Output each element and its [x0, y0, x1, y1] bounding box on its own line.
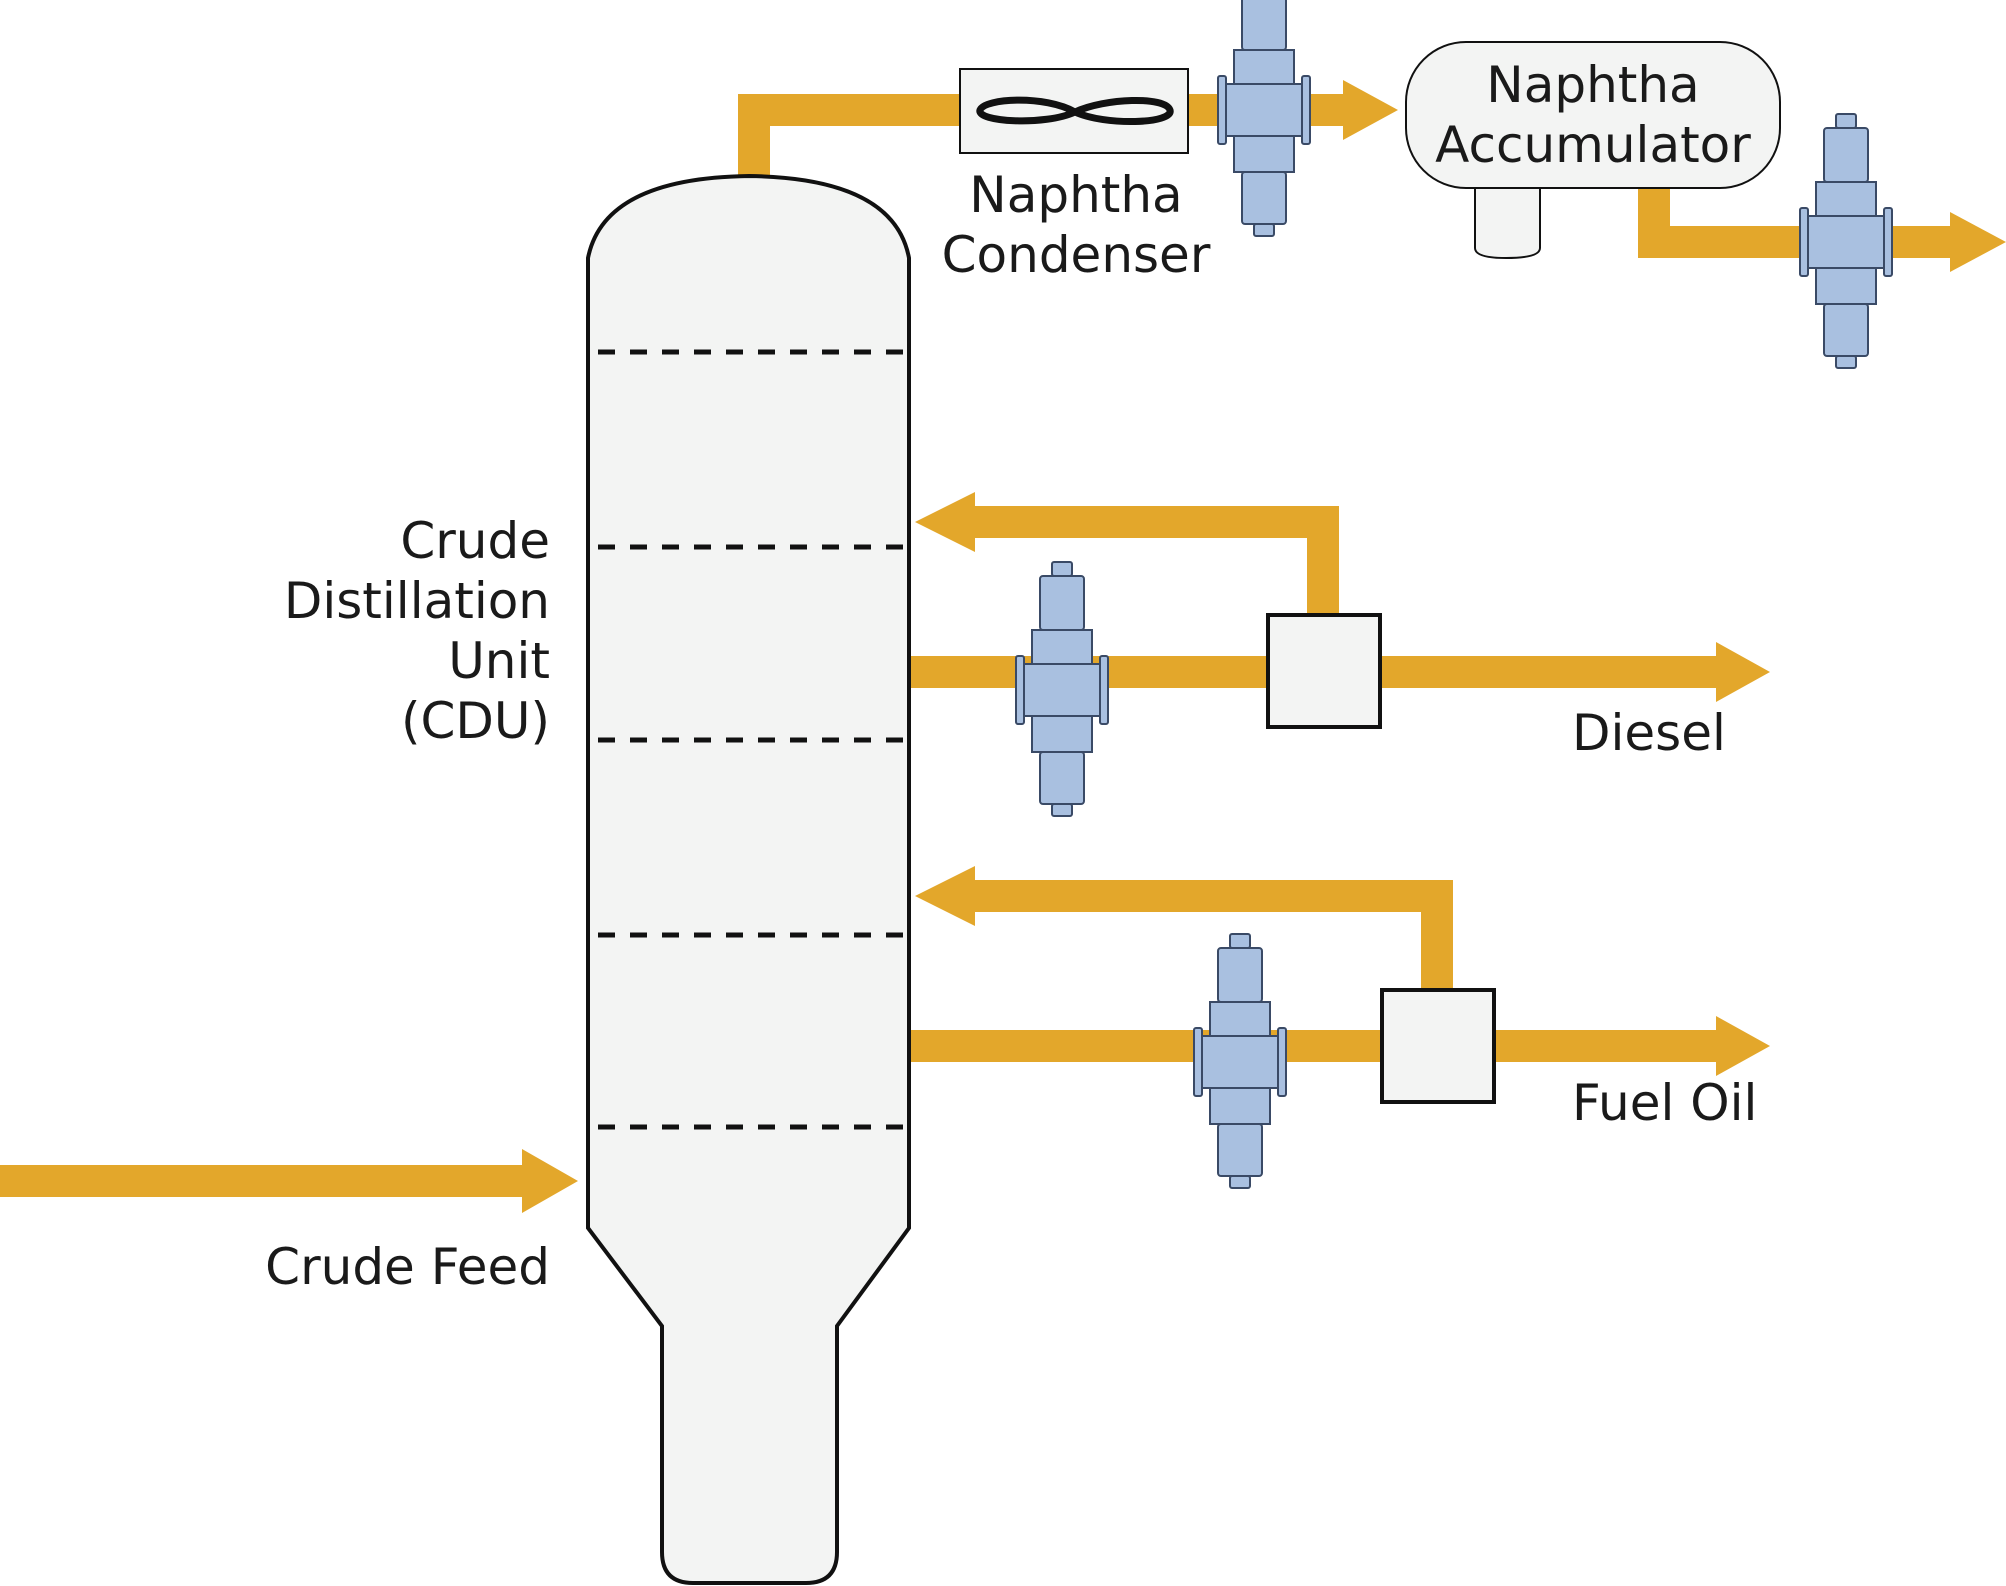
crude-distillation-column: [586, 173, 911, 1585]
condenser-label-line-1: Naphtha: [969, 166, 1182, 224]
naphtha-product-arrow-icon: [1950, 212, 2006, 272]
column-trays: [598, 349, 908, 1130]
fuel-oil-label: Fuel Oil: [1572, 1074, 1757, 1132]
condenser-label-line-2: Condenser: [942, 226, 1211, 284]
accumulator-label-line-2: Accumulator: [1435, 116, 1751, 174]
control-valve-icon: [1015, 561, 1109, 817]
fuel-oil-exchanger: [1380, 988, 1496, 1104]
crude-feed-label: Crude Feed: [265, 1238, 550, 1296]
accumulator-drum: [1405, 41, 1781, 189]
crude-feed-arrow-icon: [522, 1149, 578, 1213]
control-valve-icon: [1217, 0, 1311, 237]
column-shell: [586, 173, 911, 1585]
diesel-return-arrow-icon: [915, 492, 975, 552]
cdu-label-line-4: (CDU): [401, 692, 550, 750]
cdu-label-line-3: Unit: [448, 632, 550, 690]
diesel-return-pipe: [965, 506, 1339, 538]
cdu-label-line-1: Crude: [400, 512, 550, 570]
diesel-exchanger: [1266, 613, 1382, 729]
overhead-arrow-icon: [1343, 80, 1398, 140]
heat-exchanger-coil-icon: [976, 96, 1174, 126]
accumulator-boot: [1474, 184, 1541, 260]
accumulator-label-line-1: Naphtha: [1486, 56, 1699, 114]
fuel-oil-arrow-icon: [1716, 1016, 1770, 1076]
cdu-label-line-2: Distillation: [284, 572, 550, 630]
naphtha-accumulator: [1405, 41, 1781, 260]
diesel-arrow-icon: [1716, 642, 1770, 702]
control-valve-icon: [1799, 113, 1893, 369]
control-valve-icon: [1193, 933, 1287, 1189]
accumulator-outlet-pipe: [1638, 226, 1958, 258]
crude-feed-pipe: [0, 1165, 528, 1197]
diesel-label: Diesel: [1572, 704, 1726, 762]
naphtha-condenser: [959, 68, 1189, 154]
cdu-label: Crude Distillation Unit (CDU): [284, 512, 550, 750]
fuel-oil-return-pipe: [965, 880, 1453, 912]
fuel-oil-return-arrow-icon: [915, 866, 975, 926]
fuel-oil-pipe: [906, 1030, 1726, 1062]
